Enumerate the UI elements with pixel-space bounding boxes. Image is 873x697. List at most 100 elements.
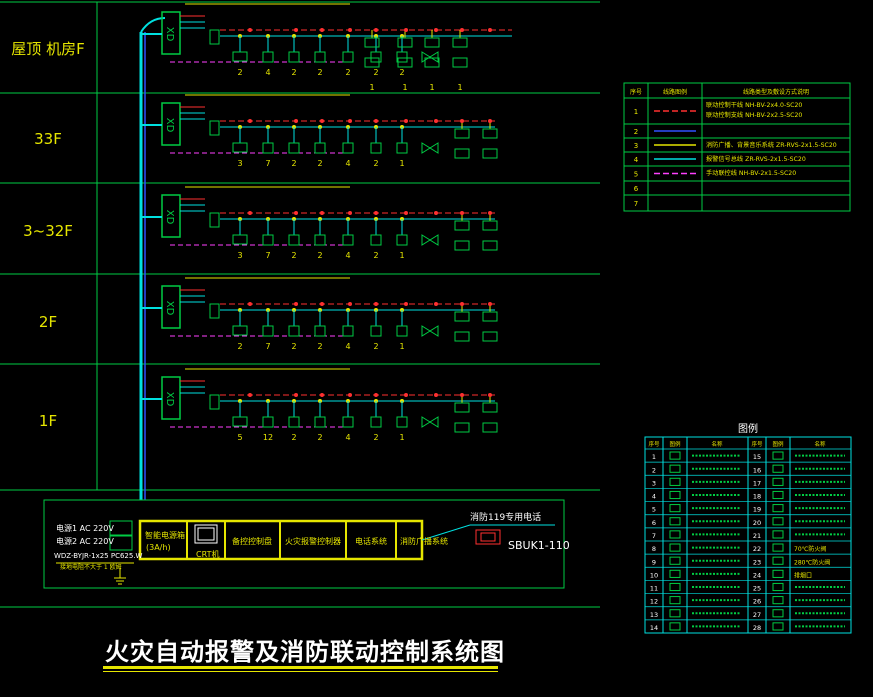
symbol-icon-2 (772, 569, 784, 578)
symbol-icon (669, 556, 681, 565)
isolator-module (209, 120, 220, 136)
wiring-row-no: 5 (634, 171, 638, 179)
wiring-row-no: 1 (634, 108, 638, 116)
control-dot (248, 211, 252, 215)
linked-device-icon (482, 148, 498, 159)
power-1-label: 电源1 AC 220V (56, 523, 114, 533)
device-count: 2 (291, 342, 296, 351)
control-dot (248, 393, 252, 397)
roof-extra-count: 1 (429, 83, 434, 92)
symbol-row-no-2: 27 (753, 611, 761, 619)
device-count: 4 (345, 251, 350, 260)
control-dot (320, 211, 324, 215)
device-icon (370, 325, 382, 337)
control-dot (294, 211, 298, 215)
symbol-icon-2 (772, 543, 784, 552)
control-dot (460, 302, 464, 306)
floor-label-2f: 2F (38, 313, 58, 331)
control-panel: 电源1 AC 220V 电源2 AC 220V WDZ-BYJR-1x25 PC… (43, 499, 570, 589)
device-count: 2 (373, 433, 378, 442)
device-icon (288, 234, 300, 246)
device-count: 7 (265, 159, 270, 168)
device-count: 3 (237, 159, 242, 168)
control-dot (294, 28, 298, 32)
device-count: 2 (373, 342, 378, 351)
control-dot (488, 211, 492, 215)
symbol-row-no-2: 18 (753, 493, 761, 501)
control-dot (404, 211, 408, 215)
wiring-row-desc: 联动控制支线 NH-BV-2x2.5-SC20 (706, 111, 802, 119)
device-icon (262, 142, 274, 154)
device-icon (314, 51, 326, 63)
control-dot (434, 28, 438, 32)
device-icon (396, 416, 408, 428)
device-icon (370, 234, 382, 246)
symbol-row-no: 13 (650, 611, 658, 619)
control-dot (348, 393, 352, 397)
io-module-icon (454, 311, 470, 322)
wiring-header-desc: 线路类型及敷设方式说明 (743, 88, 809, 96)
sbuk-label: SBUK1-110 (508, 539, 570, 552)
wiring-row-desc: 消防广播、背景音乐系统 ZR-RVS-2x1.5-SC20 (706, 141, 837, 149)
symbol-row-no-2: 24 (753, 571, 761, 579)
control-dot (294, 119, 298, 123)
symbol-row-no-2: 16 (753, 466, 761, 474)
control-dot (348, 119, 352, 123)
control-dot (488, 28, 492, 32)
symbol-row-no-2: 26 (753, 598, 761, 606)
device-count: 4 (345, 342, 350, 351)
valve-icon (421, 234, 439, 246)
control-dot (404, 28, 408, 32)
device-count: 4 (345, 159, 350, 168)
control-dot (320, 28, 324, 32)
symbol-icon (669, 451, 681, 460)
linked-device-icon (364, 57, 380, 68)
control-dot (460, 28, 464, 32)
device-count: 2 (291, 251, 296, 260)
linked-device-icon (452, 57, 468, 68)
title-underline (103, 666, 498, 669)
wiring-row-no: 7 (634, 200, 638, 208)
control-dot (348, 211, 352, 215)
symbol-row-no-2: 20 (753, 519, 761, 527)
xd-label: XD (164, 392, 175, 407)
control-dot (248, 119, 252, 123)
wiring-row-desc: 联动控制干线 NH-BV-2x4.0-SC20 (706, 101, 802, 109)
device-icon (370, 142, 382, 154)
device-count: 4 (265, 68, 270, 77)
linked-device-icon (397, 57, 413, 68)
symbol-legend-title: 图例 (738, 422, 758, 435)
control-dot (404, 119, 408, 123)
control-dot (488, 302, 492, 306)
symbol-icon (669, 569, 681, 578)
wiring-row-no: 6 (634, 185, 639, 193)
power-2-label: 电源2 AC 220V (56, 536, 114, 546)
line-119-label: 消防119专用电话 (470, 511, 541, 523)
symbol-icon (669, 609, 681, 618)
device-icon (396, 234, 408, 246)
control-dot (248, 302, 252, 306)
symbol-icon (669, 504, 681, 513)
detector-icon (232, 416, 248, 427)
device-count: 4 (345, 433, 350, 442)
symbol-icon (669, 543, 681, 552)
device-count: 12 (263, 433, 273, 442)
symbol-icon (669, 464, 681, 473)
wiring-row-desc: 报警信号总线 ZR-RVS-2x1.5-SC20 (706, 155, 806, 163)
symbol-header-name: 名称 (711, 440, 723, 448)
device-count: 2 (317, 342, 322, 351)
control-dot (434, 302, 438, 306)
symbol-row-no-2: 25 (753, 585, 761, 593)
control-dot (488, 119, 492, 123)
isolator-module (209, 303, 220, 319)
linked-device-icon (454, 240, 470, 251)
linked-device-icon (454, 422, 470, 433)
symbol-row-no: 9 (652, 558, 656, 566)
symbol-header-icon: 图例 (669, 440, 681, 448)
roof-extra-count: 1 (457, 83, 462, 92)
roof-extra-count: 1 (369, 83, 374, 92)
isolator-module (209, 212, 220, 228)
